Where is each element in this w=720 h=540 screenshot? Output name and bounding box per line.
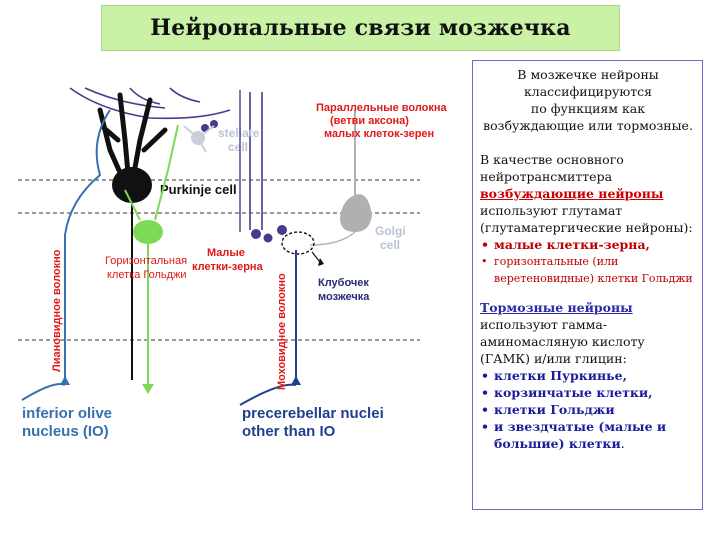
parallel-fibers-label-1: Параллельные волокна [316, 102, 448, 114]
glomerulus-label-2: мозжечка [318, 291, 370, 303]
cerebellum-diagram: Purkinje cell stellate cell Горизонтальн… [18, 87, 448, 440]
inferior-olive-nucleus: inferior olive nucleus (IO) [22, 405, 112, 440]
main-line-1: В качестве основного [480, 152, 624, 167]
list-item-tail: . [620, 436, 625, 451]
inhibitory-line-2: аминомасляную кислоту [480, 334, 645, 349]
layer-boundaries [18, 179, 420, 341]
granule-cells [239, 90, 287, 243]
list-item: клетки Гольджи [480, 401, 696, 418]
list-item: и звездчатые (малые и большие) клетки. [480, 418, 696, 452]
glomerulus [281, 231, 324, 266]
stellate-label-1: stellate [218, 126, 260, 140]
horizontal-golgi-cell [124, 124, 179, 394]
inhibitory-line-3: (ГАМК) и/или глицин: [480, 351, 627, 366]
golgi-cell [309, 110, 372, 246]
glomerulus-label-1: Клубочек [318, 277, 369, 289]
purkinje-label: Purkinje cell [160, 182, 237, 197]
horizontal-golgi-label-2: клетка Гольджи [107, 269, 187, 281]
golgi-label-1: Golgi [375, 224, 406, 238]
list-item: корзинчатые клетки, [480, 384, 696, 401]
intro-line-1: В мозжечке нейроны [517, 67, 659, 82]
inferior-olive-label-2: nucleus (IO) [22, 423, 109, 440]
intro-line-4: возбуждающие или тормозные. [483, 118, 693, 133]
golgi-label-2: cell [380, 238, 400, 252]
granule-label-1: Малые [207, 247, 245, 259]
list-item: клетки Пуркинье, [480, 367, 696, 384]
parallel-fibers-label-3: малых клеток-зерен [324, 128, 434, 140]
precerebellar-label-1: precerebellar nuclei [242, 405, 384, 422]
list-item: малые клетки-зерна, [480, 236, 696, 253]
page-title: Нейрональные связи мозжечка [150, 15, 571, 41]
climbing-fiber [21, 109, 111, 401]
intro-line-2: классифицируются [523, 84, 653, 99]
title-banner: Нейрональные связи мозжечка [101, 5, 620, 51]
mossy-fiber-label: Моховидное волокно [276, 273, 288, 390]
info-panel: В мозжечке нейроны классифицируются по ф… [472, 60, 703, 510]
precerebellar-label-2: other than IO [242, 423, 336, 440]
list-item-text: и звездчатые (малые и большие) клетки [494, 419, 667, 451]
climbing-fiber-label: Лиановидное волокно [51, 249, 63, 372]
inhibitory-line-1: используют гамма- [480, 317, 608, 332]
mossy-fiber [239, 250, 301, 406]
excitatory-line-1: используют глутамат [480, 203, 623, 218]
inhibitory-heading: Тормозные нейроны [480, 300, 633, 315]
intro-line-3: по функциям как [530, 101, 646, 116]
stellate-cell [183, 125, 215, 153]
excitatory-line-2: (глутаматергические нейроны): [480, 220, 693, 235]
precerebellar-nuclei: precerebellar nuclei other than IO [242, 405, 384, 440]
inferior-olive-label-1: inferior olive [22, 405, 112, 422]
parallel-fibers-label-2: (ветви аксона) [330, 115, 409, 127]
inhibitory-list: клетки Пуркинье, корзинчатые клетки, кле… [480, 367, 696, 452]
horizontal-golgi-label-1: Горизонтальная [105, 255, 187, 267]
excitatory-list: малые клетки-зерна, горизонтальные (или … [480, 236, 696, 287]
list-item: горизонтальные (или веретеновидные) клет… [480, 253, 696, 287]
granule-label-2: клетки-зерна [192, 261, 264, 273]
main-line-2: нейротрансмиттера [480, 169, 613, 184]
excitatory-heading: возбуждающие нейроны [480, 186, 664, 201]
purkinje-cell [97, 92, 168, 380]
stellate-label-2: cell [228, 140, 248, 154]
